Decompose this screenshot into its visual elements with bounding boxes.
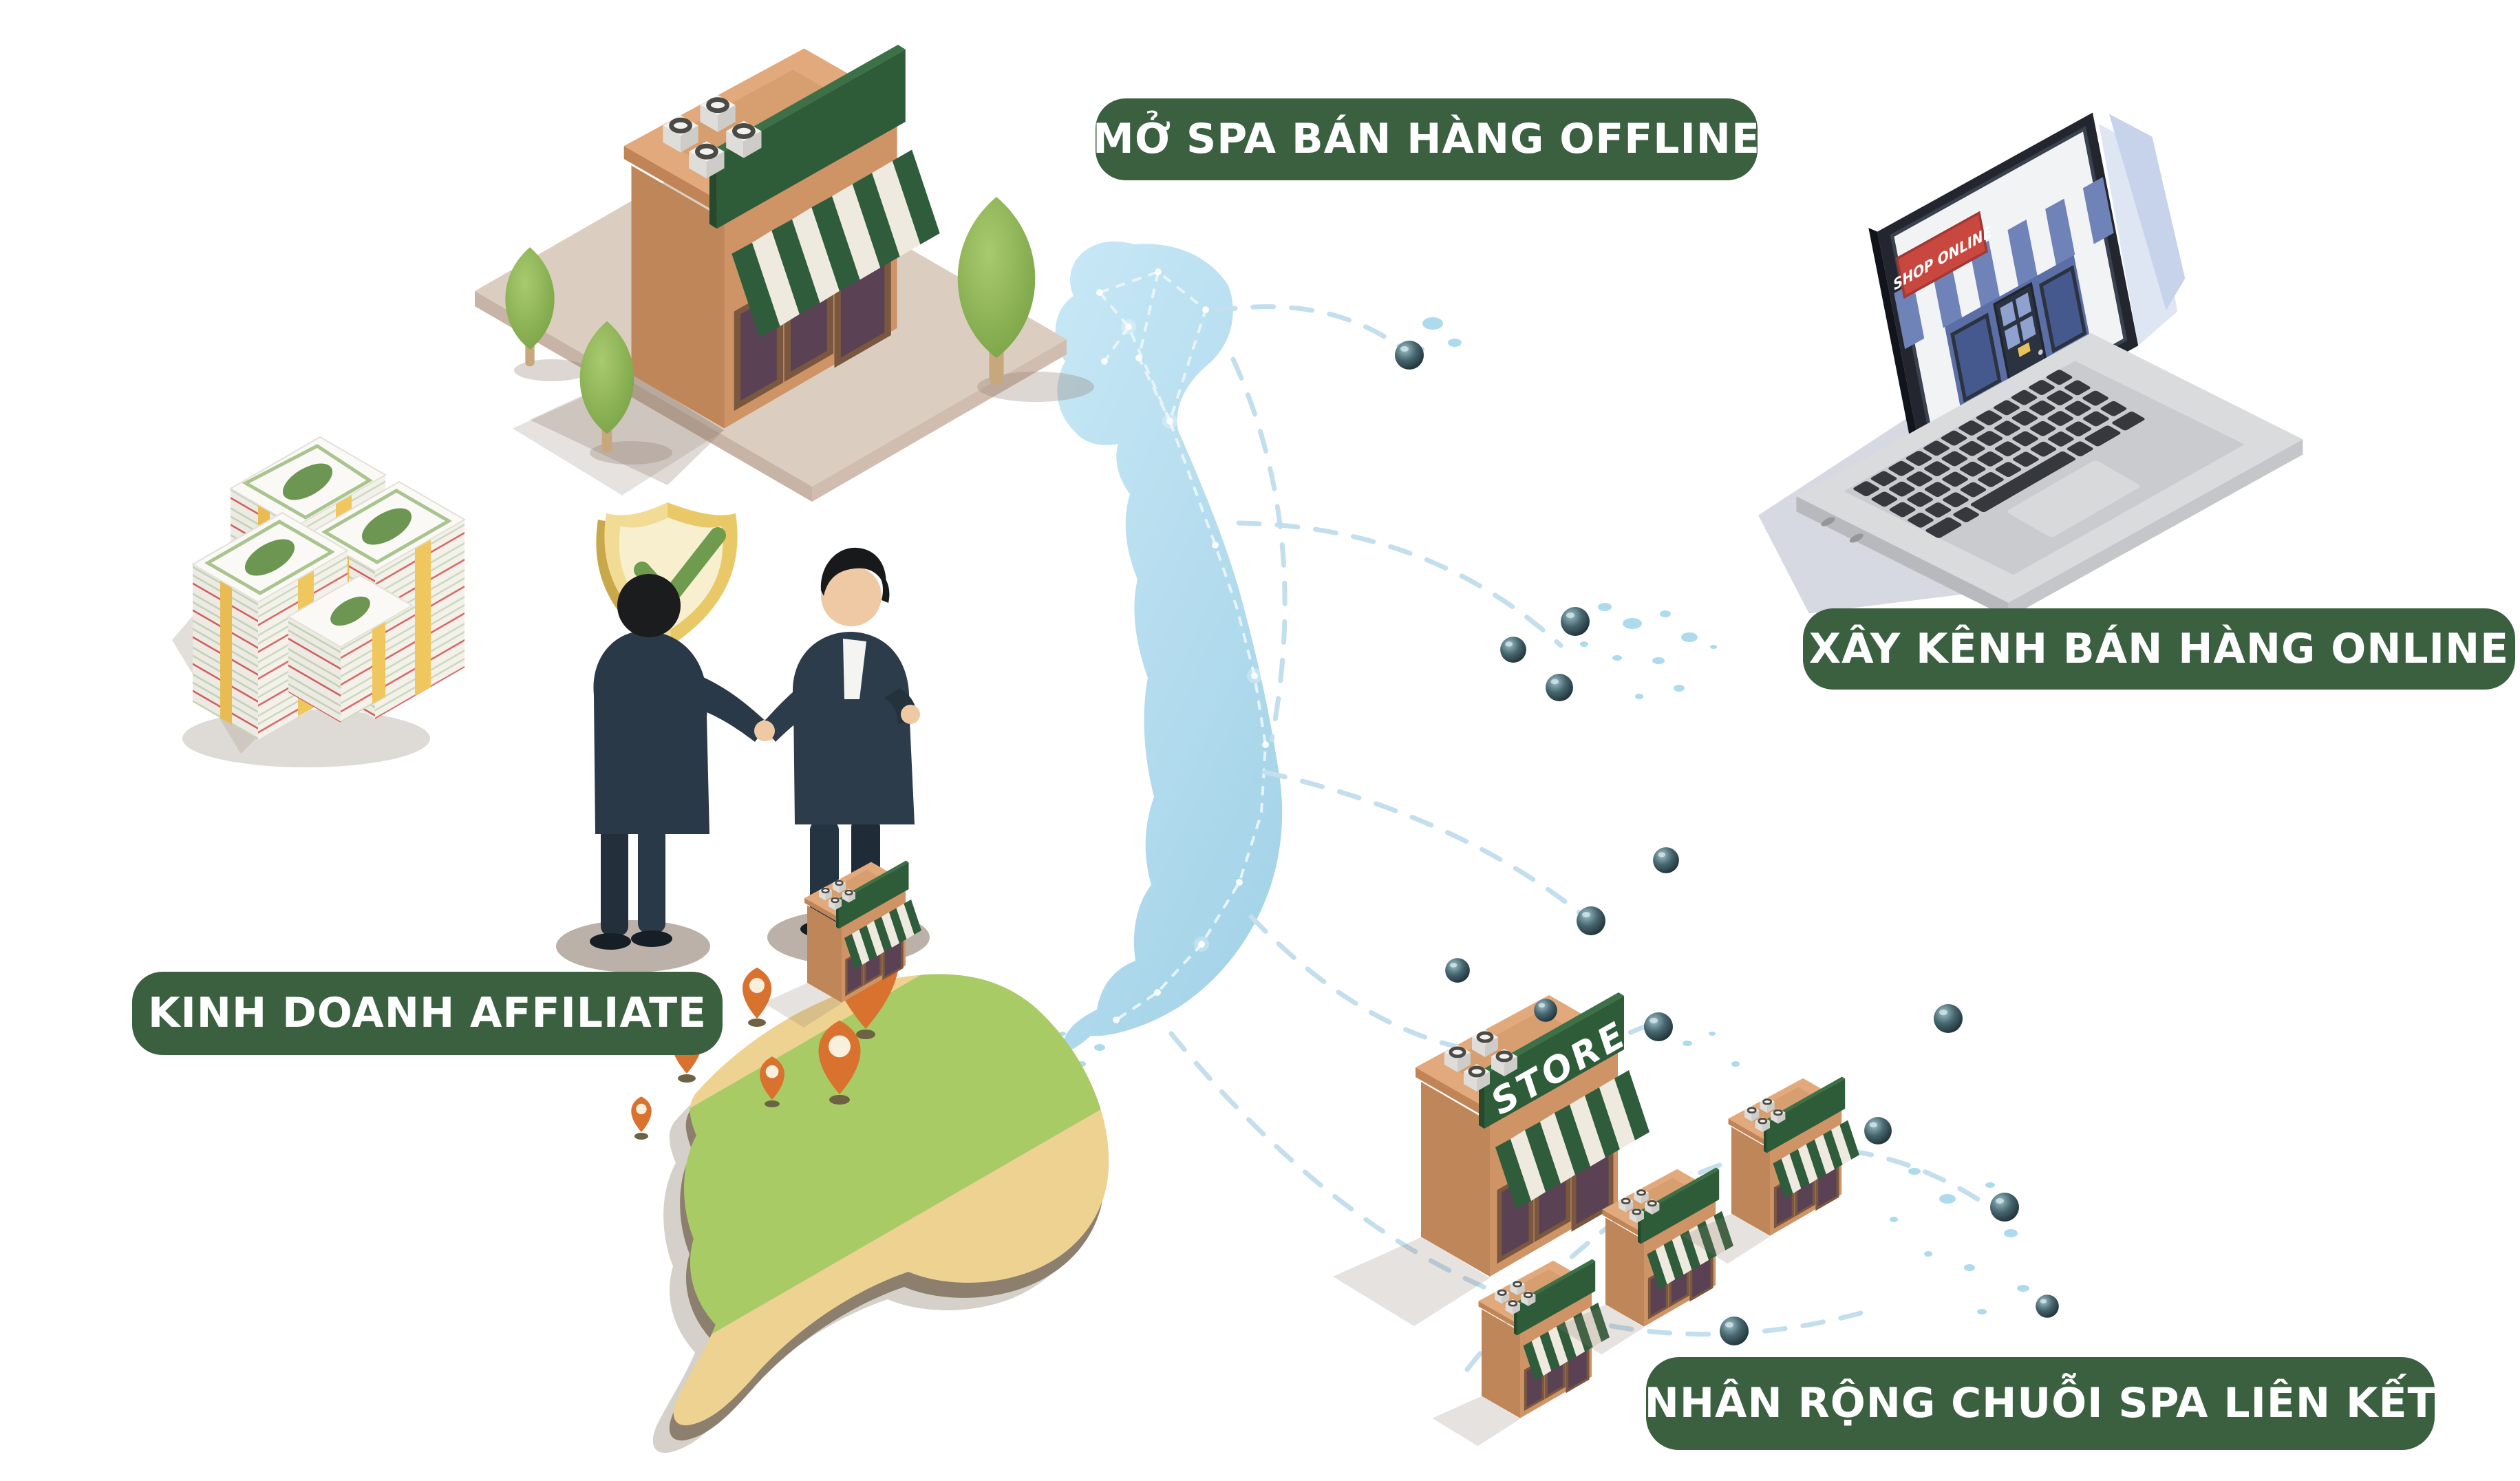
label-online-channel: XÂY KÊNH BÁN HÀNG ONLINE — [1803, 608, 2515, 690]
map-pin-icon — [631, 1096, 652, 1132]
keyboard-keys — [1852, 369, 2145, 538]
island-specks — [1059, 317, 2029, 1314]
vietnam-map — [1055, 241, 1283, 1052]
network-nodes — [1096, 268, 1269, 1023]
money-stack-small — [287, 574, 414, 723]
pin-base-dots — [634, 1019, 875, 1140]
store-chain-illustration: STORE — [1333, 992, 1859, 1446]
label-spa-chain: NHÂN RỘNG CHUỖI SPA LIÊN KẾT — [1645, 1357, 2435, 1450]
spa-storefront-illustration — [475, 45, 1094, 502]
money-stacks-illustration — [172, 436, 466, 767]
label-offline-spa: MỞ SPA BÁN HÀNG OFFLINE — [1093, 98, 1760, 180]
vietnam-shape — [1055, 241, 1283, 1052]
label-affiliate-business: KINH DOANH AFFILIATE — [132, 972, 723, 1055]
laptop-online-shop-illustration: SHOP ONLINE — [1758, 112, 2303, 618]
map-pin-icon — [742, 968, 772, 1019]
businessman-left — [590, 574, 780, 950]
